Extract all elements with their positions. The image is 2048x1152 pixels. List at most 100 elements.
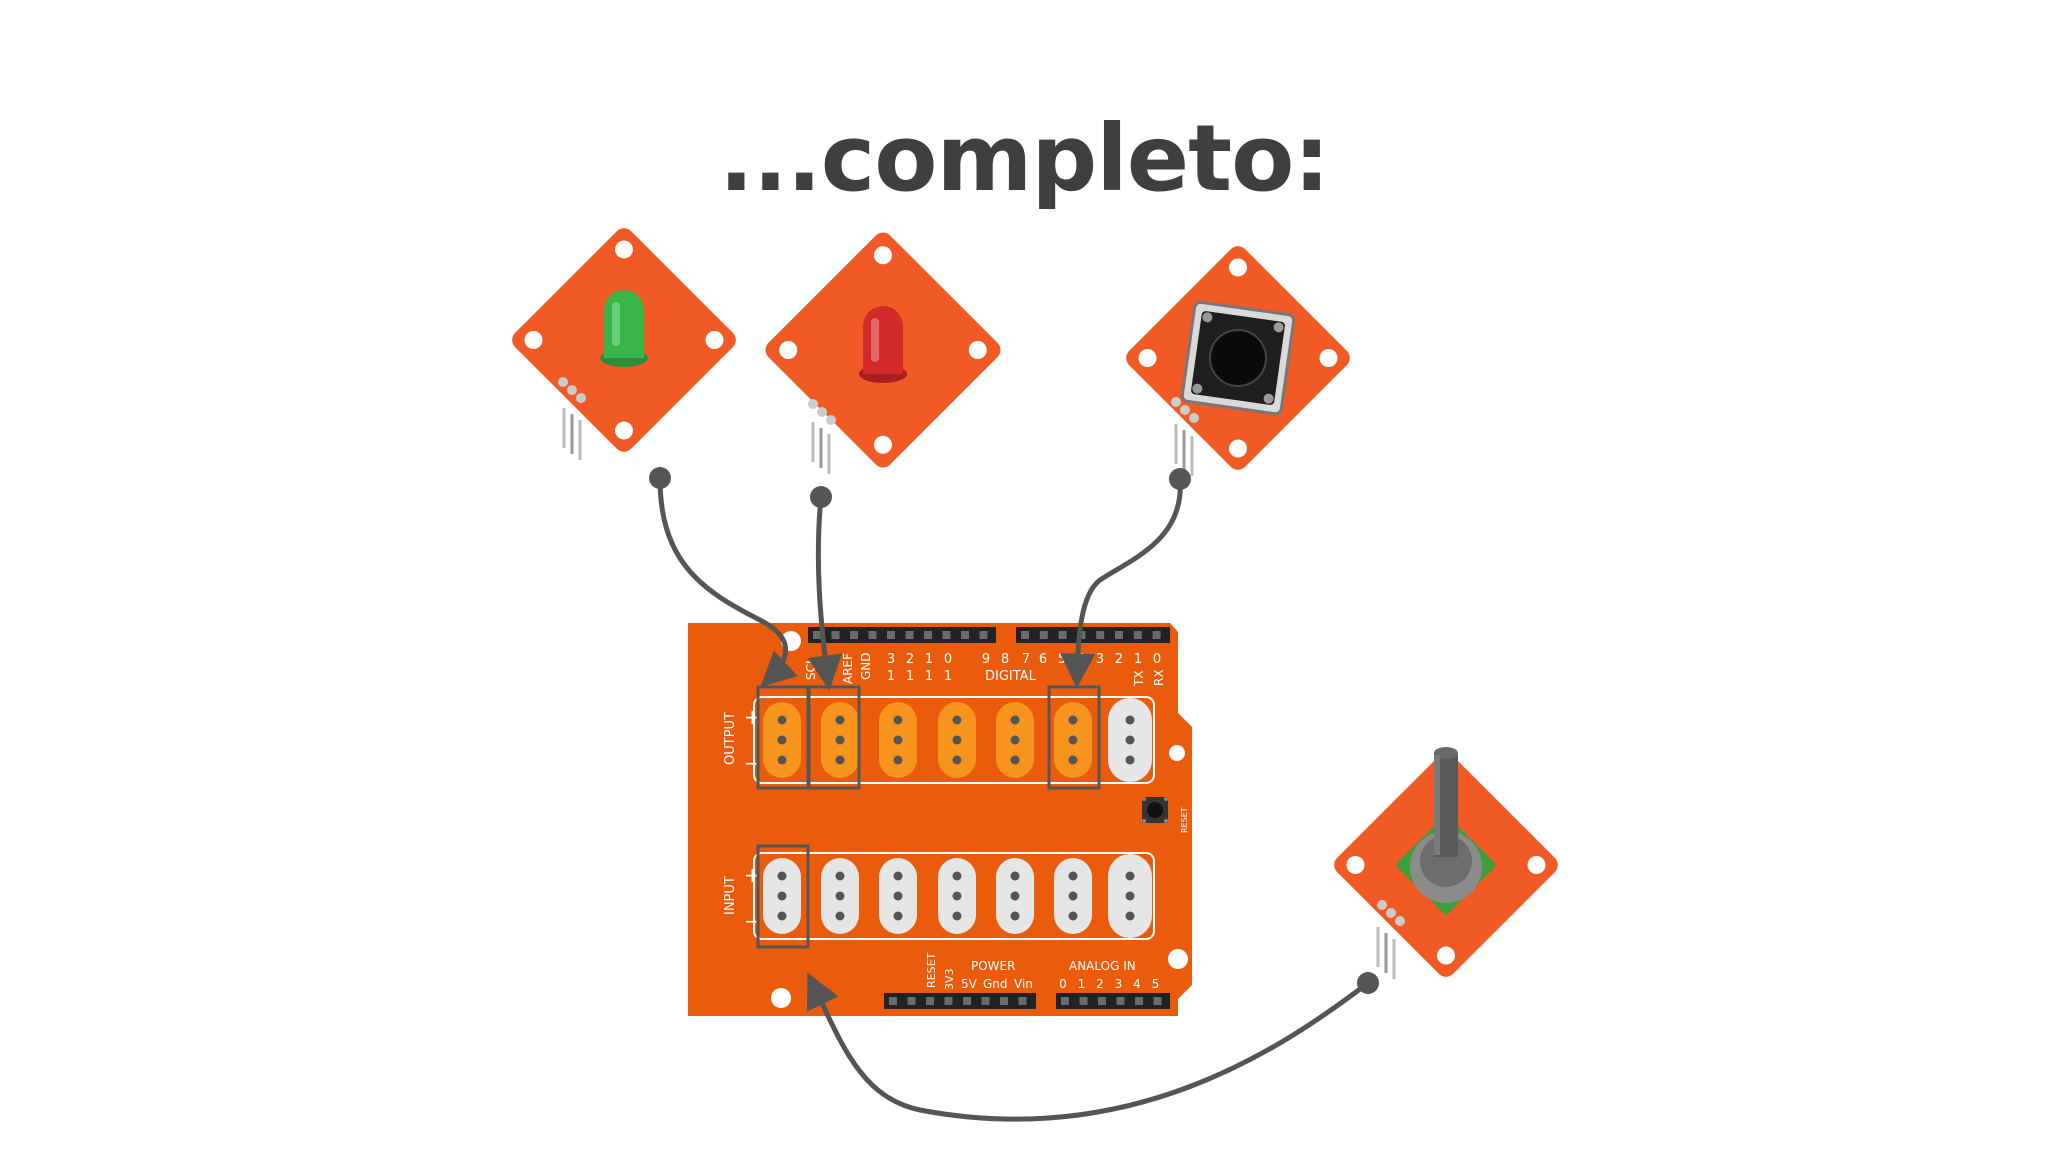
header-pin: [961, 631, 969, 639]
connector-socket: [835, 735, 845, 745]
header-pin: [1152, 631, 1161, 639]
digital-pin-number: 2: [906, 652, 914, 667]
mounting-hole: [1168, 949, 1188, 969]
connector-socket: [1010, 891, 1020, 901]
pin-label-rx: RX: [1152, 669, 1166, 686]
connector-socket: [777, 755, 787, 765]
digital-pin-number: 2: [1115, 652, 1123, 667]
connector-socket: [893, 715, 903, 725]
header-pin: [944, 997, 953, 1005]
digital-pin-number: 5: [1058, 652, 1066, 667]
digital-pin-tens: 1: [925, 669, 933, 684]
header-pin: [942, 631, 951, 639]
connector-socket: [835, 911, 845, 921]
wire-pushbutton: [1060, 468, 1191, 689]
connector-socket: [952, 755, 962, 765]
connector-socket: [1125, 755, 1135, 765]
header-pin: [979, 631, 988, 639]
power-header: [884, 993, 1036, 1009]
pin-label-gnd-power: Gnd: [983, 977, 1008, 991]
connector-socket: [893, 735, 903, 745]
pin-label-vin: Vin: [1014, 977, 1033, 991]
connector-socket: [1010, 735, 1020, 745]
connector-socket: [952, 911, 962, 921]
digital-pin-number: 0: [944, 652, 952, 667]
connector-socket: [893, 755, 903, 765]
output-row-frame: [753, 696, 1155, 784]
header-pin: [1096, 631, 1105, 639]
module-pins: [558, 377, 586, 460]
pin-label-tx: TX: [1132, 670, 1146, 687]
analog-pin-number: 4: [1133, 977, 1141, 991]
reset-button-label: RESET: [1180, 807, 1189, 833]
digital-pin-number: 8: [1001, 652, 1009, 667]
input-row-frame: [753, 852, 1155, 940]
header-pin: [1079, 997, 1088, 1005]
header-pin: [868, 631, 877, 639]
connector-socket: [893, 891, 903, 901]
digital-pin-number: 9: [982, 652, 990, 667]
mounting-hole: [771, 988, 791, 1008]
module-pins: [1171, 397, 1199, 476]
pin-label-scl: SCL: [804, 657, 818, 680]
header-pin: [1135, 997, 1143, 1005]
header-pin: [813, 631, 821, 639]
digital-pin-number: 1: [925, 652, 933, 667]
connector-socket: [952, 891, 962, 901]
power-label: POWER: [971, 959, 1015, 973]
wire-green-led: [649, 467, 798, 688]
digital-pin-number: 7: [1022, 652, 1030, 667]
connector-socket: [893, 911, 903, 921]
header-pin: [926, 997, 934, 1005]
potentiometer-module: [1334, 747, 1558, 979]
connector-socket: [777, 735, 787, 745]
pin-label-3v3: 3V3: [943, 968, 956, 990]
connector-socket: [835, 891, 845, 901]
analog-in-label: ANALOG IN: [1069, 959, 1136, 973]
header-pin: [831, 631, 840, 639]
green-led-module: [512, 228, 736, 460]
analog-header: [1056, 993, 1170, 1009]
digital-pin-tens: 1: [906, 669, 914, 684]
connector-socket: [952, 715, 962, 725]
pin-label-gnd: GND: [859, 652, 873, 680]
connector-socket: [777, 911, 787, 921]
module-pins: [808, 399, 836, 474]
red-led-module: [765, 232, 1001, 474]
header-pin: [1058, 631, 1067, 639]
analog-pin-number: 3: [1115, 977, 1123, 991]
analog-pin-number: 5: [1152, 977, 1160, 991]
header-pin: [1021, 631, 1029, 639]
mounting-hole: [1169, 745, 1185, 761]
connector-socket: [952, 735, 962, 745]
connector-socket: [1010, 871, 1020, 881]
connector-socket: [1068, 735, 1078, 745]
analog-pin-number: 1: [1078, 977, 1086, 991]
header-pin: [1018, 997, 1027, 1005]
digital-pin-number: 3: [887, 652, 895, 667]
header-pin: [981, 997, 990, 1005]
header-pin: [1153, 997, 1162, 1005]
header-pin: [889, 997, 897, 1005]
pin-label-5v: 5V: [961, 977, 978, 991]
header-pin: [1039, 631, 1048, 639]
wire-potentiometer: [806, 972, 1379, 1122]
output-connectors: [763, 698, 1152, 782]
connector-socket: [1010, 715, 1020, 725]
connector-socket: [1125, 715, 1135, 725]
digital-pin-number: 1: [1134, 652, 1142, 667]
input-label: INPUT: [723, 876, 738, 915]
pin-label-reset: RESET: [925, 952, 938, 988]
header-pin: [1133, 631, 1142, 639]
connector-socket: [1010, 911, 1020, 921]
green-led-icon: [600, 290, 648, 367]
header-pin: [924, 631, 932, 639]
header-pin: [1115, 631, 1123, 639]
connector-socket: [777, 715, 787, 725]
module-pins: [1376, 900, 1405, 979]
connector-socket: [777, 891, 787, 901]
header-pin: [1116, 997, 1125, 1005]
